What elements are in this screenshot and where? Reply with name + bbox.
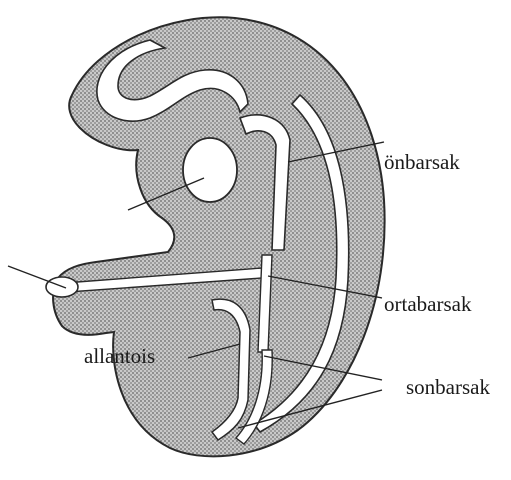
label-sonbarsak: sonbarsak [406, 377, 511, 398]
label-ortabarsak: ortabarsak [384, 294, 471, 315]
label-allantois: allantois [84, 346, 155, 367]
heart-cavity [183, 138, 237, 202]
label-onbarsak: önbarsak [384, 152, 460, 173]
